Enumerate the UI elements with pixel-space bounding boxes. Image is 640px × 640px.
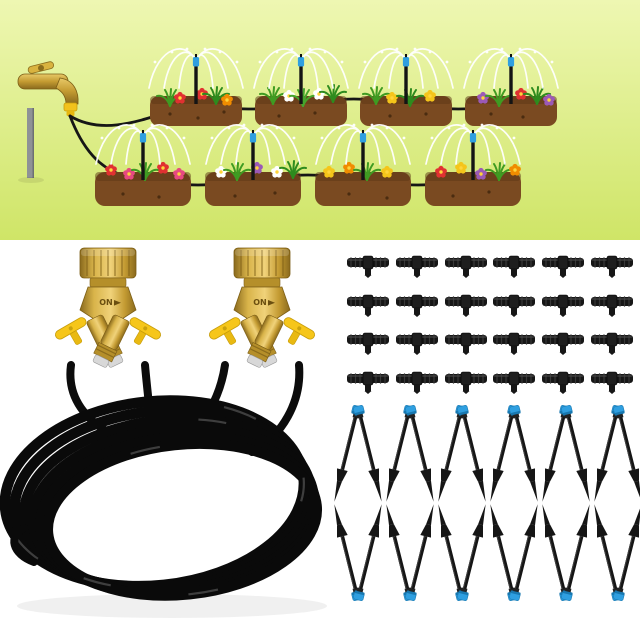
drip-emitters-row-top — [334, 404, 640, 504]
drip-emitter-stake — [457, 405, 486, 502]
tee-connector — [493, 332, 536, 356]
tee-connector — [590, 371, 633, 394]
tee-connector — [541, 371, 584, 394]
tee-connector — [493, 255, 536, 279]
tee-connector — [347, 371, 390, 394]
drip-emitters-row-bottom — [334, 502, 640, 602]
drip-emitter-stake — [561, 405, 590, 502]
tee-connector — [590, 294, 633, 317]
tee-connector — [590, 255, 633, 279]
drip-emitter-stake — [613, 405, 640, 502]
drip-emitter-stake — [353, 405, 382, 502]
brass-splitter-left — [52, 247, 164, 370]
tee-connector — [444, 332, 487, 356]
tee-connector — [444, 294, 487, 317]
faucet — [17, 61, 79, 183]
tee-connector — [493, 371, 536, 394]
hose-coil — [0, 395, 323, 601]
drip-emitter-stake — [509, 504, 538, 601]
tee-connectors-grid — [344, 248, 636, 394]
drip-emitter-stake — [405, 504, 434, 601]
drip-emitter-stake — [509, 405, 538, 502]
tee-connector — [395, 332, 438, 356]
kit-hardware: ON — [0, 247, 327, 618]
tee-connector — [541, 255, 584, 279]
faucet-quick-connector — [63, 102, 78, 112]
tee-connector — [347, 255, 390, 279]
drip-emitter-stake — [386, 504, 415, 601]
faucet-handle — [27, 61, 54, 74]
drip-emitter-stake — [561, 504, 590, 601]
tee-connector — [493, 294, 536, 317]
tee-connector — [444, 255, 487, 279]
tee-connector — [395, 255, 438, 279]
drip-emitter-stake — [542, 504, 571, 601]
hose-end — [10, 524, 38, 566]
drip-emitter-stake — [457, 504, 486, 601]
tee-connector — [444, 371, 487, 394]
tee-connector — [347, 294, 390, 317]
tee-connector — [395, 371, 438, 394]
brass-splitter-right — [206, 247, 318, 370]
drip-emitter-stake — [613, 504, 640, 601]
tee-connector — [541, 332, 584, 356]
garden-scene — [0, 0, 640, 240]
drip-emitter-stake — [405, 405, 434, 502]
tee-connector — [347, 332, 390, 356]
coil-shadow — [17, 594, 327, 618]
drip-emitter-stake — [353, 504, 382, 601]
garden-bed — [205, 160, 307, 206]
tee-connector — [395, 294, 438, 317]
tee-connector — [590, 332, 633, 356]
tee-connector — [541, 294, 584, 317]
